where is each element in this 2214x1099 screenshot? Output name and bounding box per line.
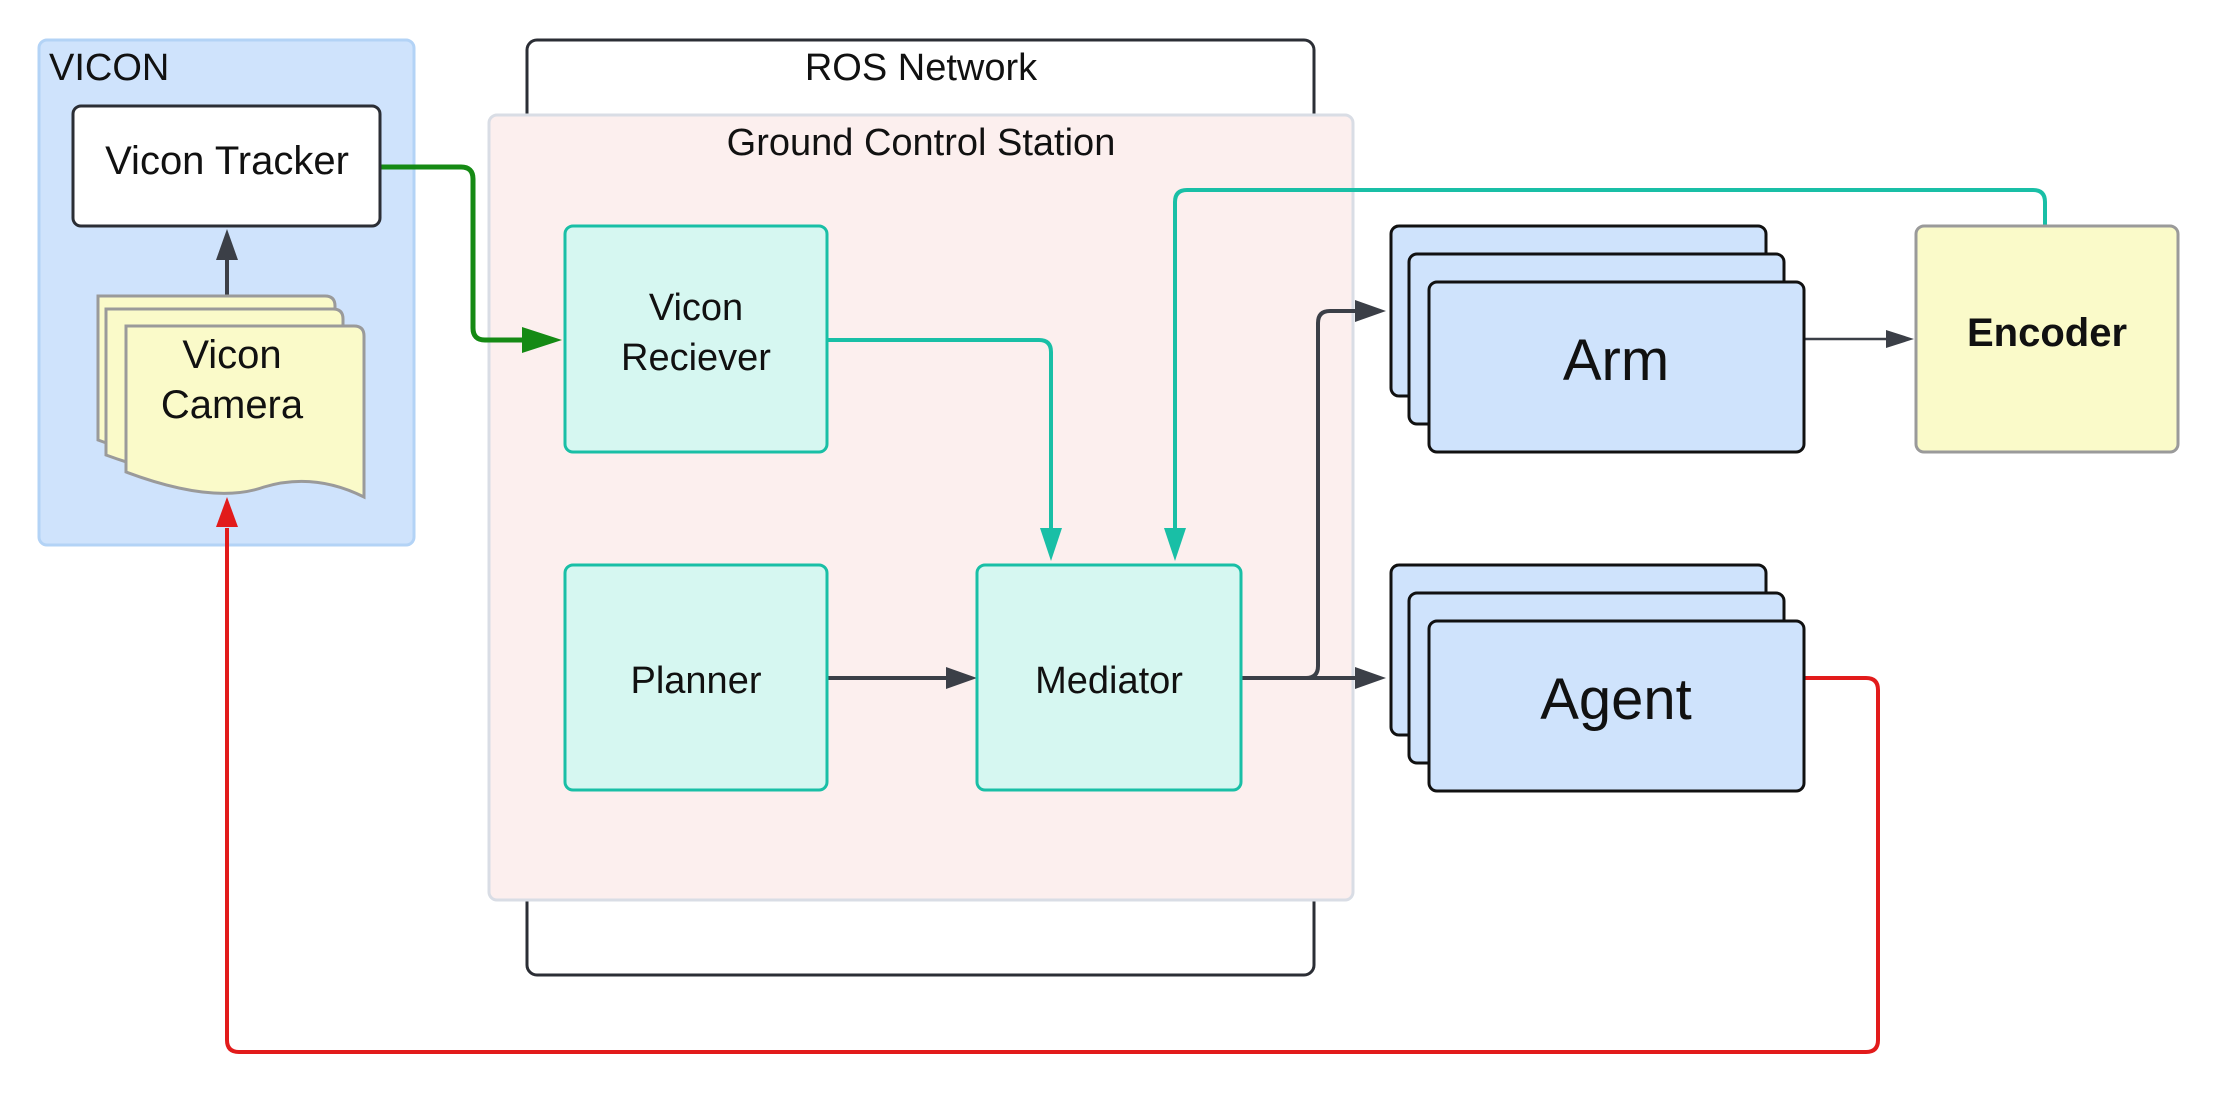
arm-label: Arm	[1563, 328, 1669, 393]
planner-node: Planner	[563, 563, 829, 792]
vicon-camera-label-line2: Camera	[161, 383, 304, 427]
encoder-node: Encoder	[1914, 224, 2180, 454]
edge-encoder-to-mediator	[1173, 188, 2047, 532]
edge-receiver-to-mediator-arrowhead	[1040, 528, 1062, 561]
ros-network-label: ROS Network	[805, 47, 1038, 89]
ground-control-station-label: Ground Control Station	[727, 122, 1116, 164]
encoder-label: Encoder	[1967, 311, 2127, 355]
agent-node: Agent	[1389, 563, 1806, 793]
edge-camera-to-tracker-arrowhead	[216, 229, 238, 260]
edge-agent-to-camera	[225, 528, 1880, 1054]
vicon-group-label: VICON	[49, 47, 169, 89]
edge-tracker-to-receiver	[381, 164, 532, 343]
planner-label: Planner	[631, 660, 762, 702]
edge-mediator-to-arm-arrowhead	[1355, 300, 1386, 322]
vicon-camera-label-line1: Vicon	[182, 333, 281, 377]
vicon-receiver-label-line1: Vicon	[649, 287, 743, 329]
vicon-camera-node: Vicon Camera	[96, 294, 366, 500]
edge-mediator-to-arm	[1241, 309, 1358, 680]
edge-tracker-to-receiver-arrowhead	[522, 327, 562, 353]
edge-encoder-to-mediator-arrowhead	[1164, 528, 1186, 561]
vicon-receiver-node: Vicon Reciever	[563, 224, 829, 454]
edge-arm-to-encoder-arrowhead	[1886, 330, 1914, 348]
edge-planner-to-mediator-arrowhead	[946, 667, 977, 689]
edges	[216, 164, 2047, 1054]
edge-agent-to-camera-arrowhead	[216, 497, 238, 527]
edge-mediator-to-agent-arrowhead	[1355, 667, 1386, 689]
vicon-tracker-label: Vicon Tracker	[105, 139, 349, 183]
mediator-label: Mediator	[1035, 660, 1183, 702]
edge-receiver-to-mediator	[827, 338, 1053, 532]
arm-node: Arm	[1389, 224, 1806, 454]
vicon-tracker-node: Vicon Tracker	[71, 104, 382, 228]
agent-label: Agent	[1540, 667, 1692, 732]
vicon-receiver-label-line2: Reciever	[621, 337, 771, 379]
mediator-node: Mediator	[975, 563, 1243, 792]
